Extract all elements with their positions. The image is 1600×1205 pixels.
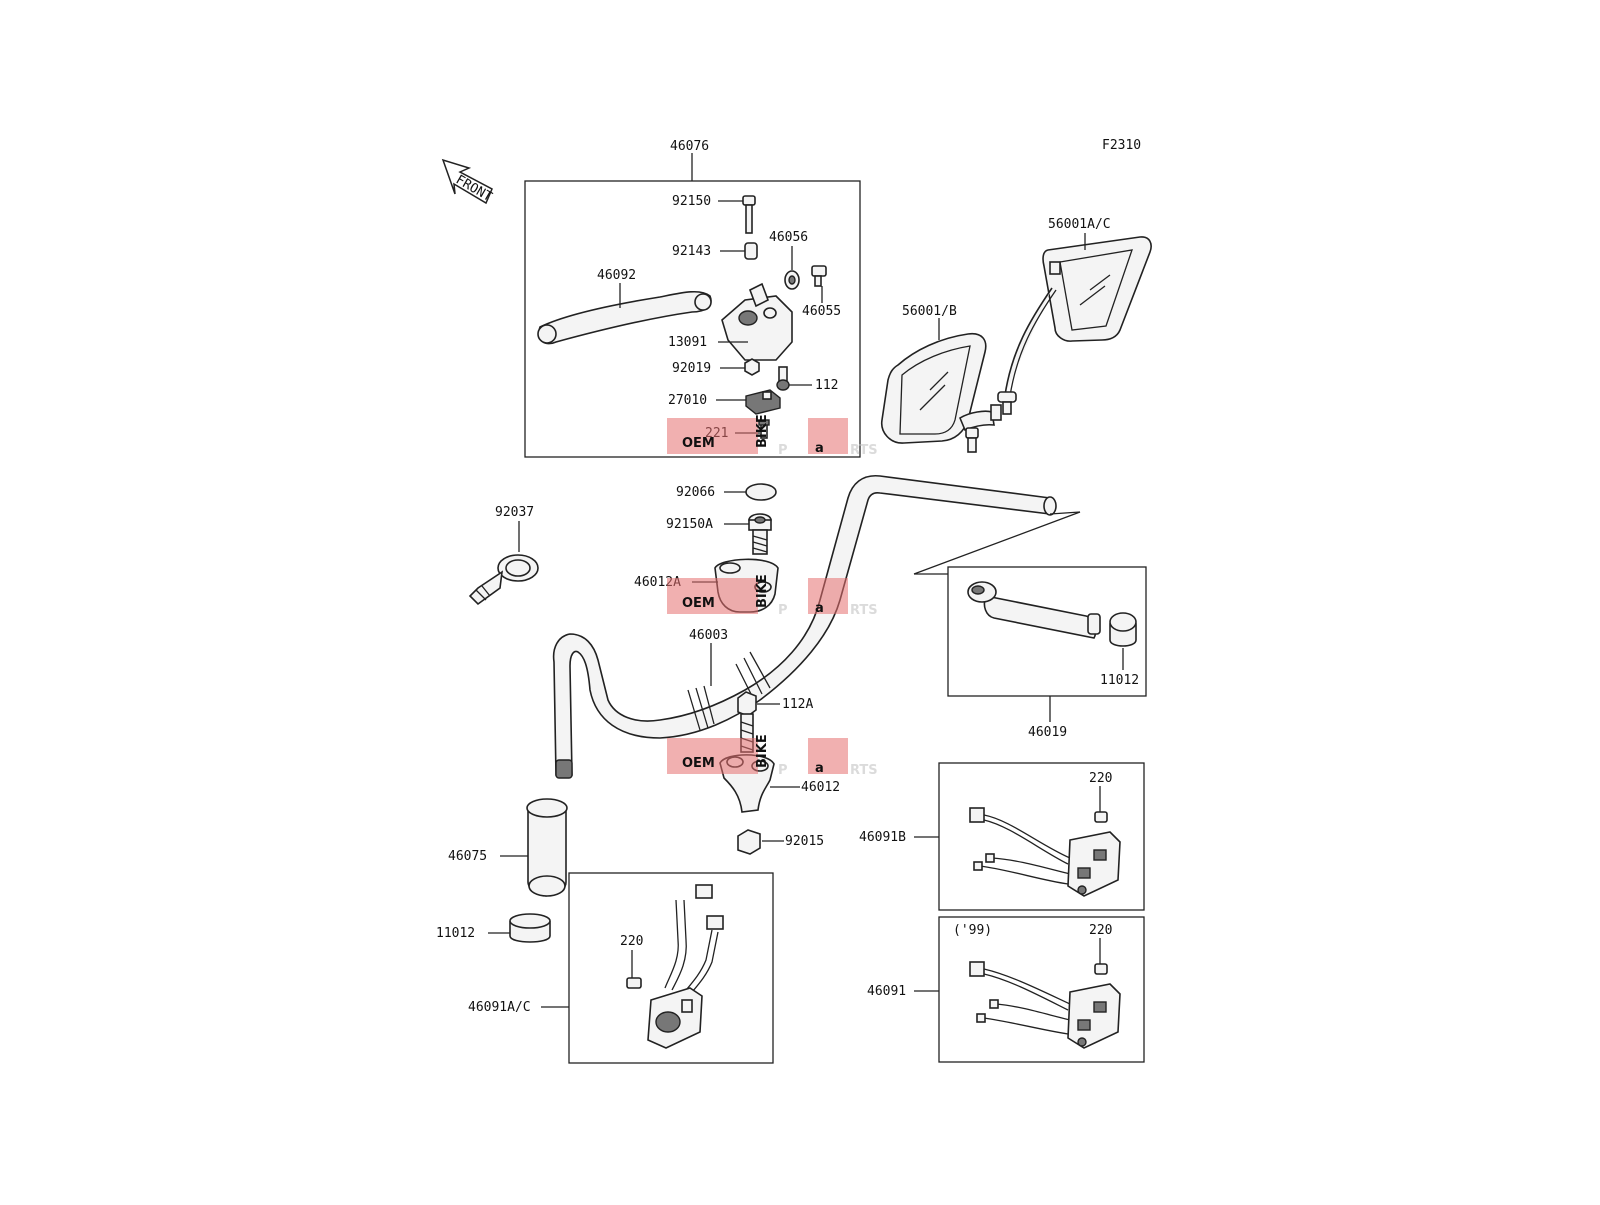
mirror-56001AC-icon — [997, 236, 1152, 415]
end-cap-11012-left-icon — [509, 913, 551, 943]
callout-46091AC: 46091A/C — [468, 1000, 531, 1015]
callout-220-left: 220 — [620, 934, 643, 949]
front-label: FRONT — [453, 172, 495, 205]
throttle-grip-assembly: 11012 46019 — [947, 566, 1147, 740]
assembly-box-46091 — [938, 916, 1145, 1063]
callout-13091: 13091 — [668, 335, 707, 350]
assembly-box-46019 — [947, 566, 1147, 697]
svg-text:OEM: OEM — [682, 756, 715, 771]
screw-112-icon — [776, 366, 790, 391]
callout-46019: 46019 — [1028, 725, 1067, 740]
svg-text:RTS: RTS — [850, 443, 878, 458]
nut-92015-icon — [737, 829, 761, 855]
svg-text:RTS: RTS — [850, 763, 878, 778]
switch-housing-46091: ('99) 220 46091 — [867, 916, 1145, 1063]
handlebar-46003-icon — [552, 474, 1057, 779]
svg-text:P: P — [778, 763, 788, 778]
bolt-92150A-icon — [748, 513, 772, 555]
svg-text:a: a — [815, 601, 824, 616]
svg-text:P: P — [778, 443, 788, 458]
watermark-oem-parts-3: OEM BIKE P a RTS — [667, 734, 878, 778]
callout-92150A: 92150A — [666, 517, 713, 532]
throttle-cable-cap-92037-icon — [468, 554, 539, 606]
switch-housing-46091B: 220 46091B — [859, 762, 1145, 911]
svg-text:a: a — [815, 761, 824, 776]
clutch-switch-27010-icon — [745, 389, 781, 415]
cap-92066-icon — [745, 483, 777, 501]
nut-92019-icon — [744, 358, 760, 376]
lever-holder-13091-icon — [721, 282, 793, 361]
callout-220-right: 220 — [1089, 771, 1112, 786]
callout-46076: 46076 — [670, 139, 709, 154]
callout-220-99: 220 — [1089, 923, 1112, 938]
callout-11012-left: 11012 — [436, 926, 475, 941]
callout-112A: 112A — [782, 697, 813, 712]
svg-text:P: P — [778, 603, 788, 618]
watermark-oem-parts-1: OEM BIKE P a RTS — [667, 414, 878, 458]
callout-46003: 46003 — [689, 628, 728, 643]
svg-text:BIKE: BIKE — [755, 574, 770, 608]
mirror-56001B-icon — [880, 332, 1002, 453]
callout-11012-right: 11012 — [1100, 673, 1139, 688]
callout-56001AC: 56001A/C — [1048, 217, 1111, 232]
callout-92143: 92143 — [672, 244, 711, 259]
svg-text:OEM: OEM — [682, 596, 715, 611]
screw-221-icon — [758, 419, 770, 439]
callout-46091B: 46091B — [859, 830, 906, 845]
callout-92019: 92019 — [672, 361, 711, 376]
locknut-46056-icon — [784, 270, 800, 290]
svg-text:RTS: RTS — [850, 603, 878, 618]
svg-text:a: a — [815, 441, 824, 456]
front-arrow-icon: FRONT — [441, 158, 495, 205]
callout-92150: 92150 — [672, 194, 711, 209]
callout-27010: 27010 — [668, 393, 707, 408]
clutch-lever-assembly: 46076 92150 92143 46056 46055 — [524, 139, 861, 458]
callout-92037: 92037 — [495, 505, 534, 520]
callout-46056: 46056 — [769, 230, 808, 245]
collar-92143-icon — [744, 242, 758, 260]
callout-46012: 46012 — [801, 780, 840, 795]
callout-46075: 46075 — [448, 849, 487, 864]
bolt-92150-icon — [742, 195, 756, 234]
grip-46075-icon — [526, 798, 568, 897]
adjuster-46055-icon — [811, 265, 827, 287]
callout-56001B: 56001/B — [902, 304, 957, 319]
callout-92066: 92066 — [676, 485, 715, 500]
svg-text:OEM: OEM — [682, 436, 715, 451]
svg-text:BIKE: BIKE — [755, 734, 770, 768]
callout-46092: 46092 — [597, 268, 636, 283]
callout-112: 112 — [815, 378, 838, 393]
callout-92015: 92015 — [785, 834, 824, 849]
callout-46091: 46091 — [867, 984, 906, 999]
callout-99: ('99) — [953, 923, 992, 938]
assembly-box-46091AC — [568, 872, 774, 1064]
switch-housing-46091AC: 220 46091A/C — [468, 872, 774, 1064]
figure-code: F2310 — [1102, 138, 1141, 153]
svg-text:BIKE: BIKE — [755, 414, 770, 448]
callout-46055: 46055 — [802, 304, 841, 319]
watermark-oem-parts-2: OEM BIKE P a RTS — [667, 574, 878, 618]
